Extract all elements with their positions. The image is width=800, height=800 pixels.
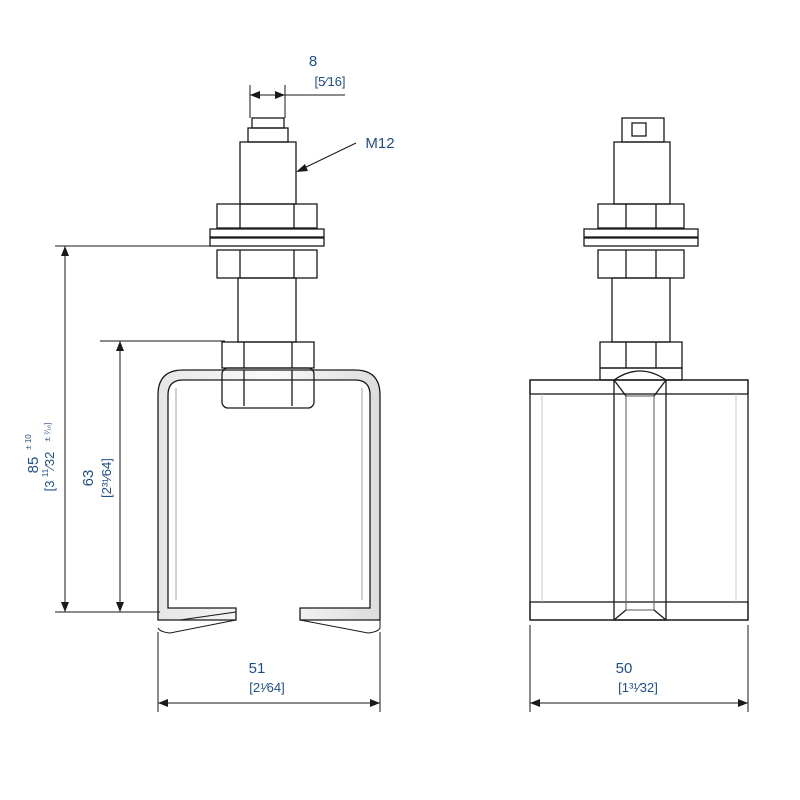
threaded-rod-lower bbox=[237, 277, 297, 343]
side-bolt-head bbox=[599, 367, 683, 621]
channel-bracket bbox=[157, 369, 381, 634]
lower-nut bbox=[216, 249, 318, 279]
dim-shaft-width-inch: [5⁄16] bbox=[314, 74, 345, 89]
side-washer bbox=[583, 228, 699, 247]
dim-channel-width-mm: 51 bbox=[249, 660, 266, 677]
dim-shaft-width: 8 [5⁄16] bbox=[249, 53, 346, 118]
side-threaded-rod-upper bbox=[613, 141, 671, 205]
dim-channel-height-mm: 63 bbox=[80, 470, 97, 487]
washer bbox=[209, 228, 325, 247]
side-bottom-nut bbox=[599, 341, 683, 369]
side-threaded-rod-lower bbox=[611, 277, 671, 343]
side-upper-nut bbox=[597, 203, 685, 229]
dim-channel-height: 63 [2³¹⁄64] bbox=[80, 340, 225, 613]
bottom-nut bbox=[221, 341, 315, 369]
dim-side-width-mm: 50 bbox=[616, 660, 633, 677]
side-channel-plate bbox=[529, 379, 749, 621]
side-shaft-tip bbox=[621, 117, 665, 143]
front-view: 8 [5⁄16] M12 85 ± 10 [3 11 ⁄32 ± ⁷⁄₁₆] bbox=[24, 53, 395, 712]
dim-overall-height-inch-num: 11 bbox=[41, 468, 50, 477]
bolt-head bbox=[221, 367, 315, 409]
threaded-rod-upper bbox=[239, 141, 297, 205]
dim-overall-height-inch-whole: [3 bbox=[42, 481, 57, 492]
dim-channel-height-inch: [2³¹⁄64] bbox=[99, 458, 114, 498]
side-view: 50 [1³¹⁄32] bbox=[529, 117, 749, 712]
dim-overall-height-tol: ± 10 bbox=[24, 434, 33, 450]
dim-channel-width-inch: [2¹⁄64] bbox=[249, 680, 284, 695]
shaft-tip bbox=[247, 117, 289, 143]
dim-side-width-inch: [1³¹⁄32] bbox=[618, 680, 658, 695]
dim-overall-height-inch-tol: ± ⁷⁄₁₆] bbox=[43, 423, 52, 442]
dim-overall-height-mm: 85 bbox=[25, 457, 42, 474]
dim-channel-width: 51 [2¹⁄64] bbox=[157, 632, 381, 712]
dim-thread-label: M12 bbox=[365, 135, 394, 152]
dim-overall-height-inch-den: ⁄32 bbox=[42, 452, 57, 472]
dim-thread: M12 bbox=[296, 135, 395, 172]
upper-nut bbox=[216, 203, 318, 229]
dim-side-width: 50 [1³¹⁄32] bbox=[529, 625, 749, 712]
side-lower-nut bbox=[597, 249, 685, 279]
dim-shaft-width-mm: 8 bbox=[309, 53, 317, 70]
